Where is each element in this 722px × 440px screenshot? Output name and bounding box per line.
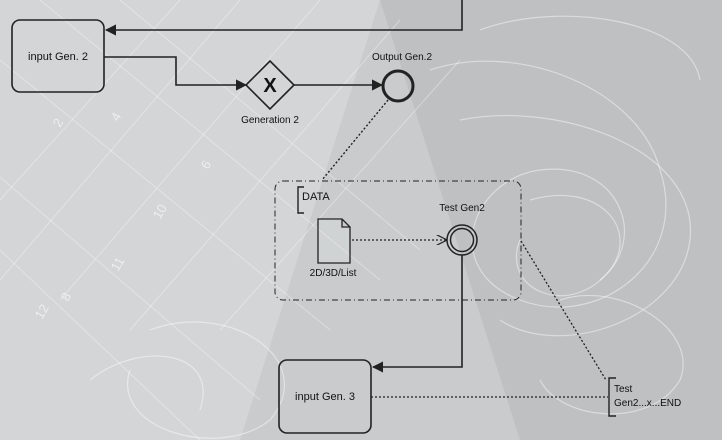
annotation-end-line2: Gen2...x...END: [614, 398, 681, 409]
background-dark-panel: [380, 0, 722, 440]
annotation-end[interactable]: Test Gen2...x...END: [608, 377, 681, 417]
gateway-generation2[interactable]: X: [244, 59, 296, 111]
ruler-number: 10: [150, 201, 170, 221]
gateway-marker: X: [263, 75, 277, 97]
ruler-number: 12: [32, 301, 52, 321]
background-ruler-grid: [0, 0, 461, 440]
group-data[interactable]: [274, 180, 522, 301]
diagram-layer: input Gen. 2 X Generation 2 Output Gen.2…: [11, 0, 681, 434]
data-object-label: 2D/3D/List: [310, 268, 357, 279]
event-output-gen2-label: Output Gen.2: [372, 52, 432, 63]
gateway-label: Generation 2: [241, 115, 299, 126]
task-input-gen2[interactable]: input Gen. 2: [11, 19, 105, 93]
end-event-icon: [381, 69, 415, 103]
sequence-flow-from-above[interactable]: [104, 0, 463, 36]
association-output-to-data[interactable]: [321, 99, 389, 181]
sequence-flow-to-gateway[interactable]: [104, 56, 248, 91]
background-light-panel: [0, 0, 380, 440]
document-icon: [317, 218, 351, 264]
background-scribbles: [89, 15, 701, 439]
annotation-data-text: DATA: [302, 191, 330, 203]
exclusive-gateway-icon: [244, 59, 296, 111]
task-input-gen2-label: input Gen. 2: [28, 51, 88, 63]
task-input-gen3-label: input Gen. 3: [295, 391, 355, 403]
ruler-number: 11: [108, 254, 128, 273]
event-test-gen2-label: Test Gen2: [439, 203, 485, 214]
data-object-2d3d-list[interactable]: [317, 218, 351, 264]
sequence-flow-to-input-gen3[interactable]: [371, 255, 463, 373]
association-test-to-end[interactable]: [520, 240, 607, 381]
annotation-end-line1: Test: [614, 384, 633, 395]
annotation-data[interactable]: DATA: [297, 186, 330, 214]
event-output-gen2[interactable]: [381, 69, 415, 103]
